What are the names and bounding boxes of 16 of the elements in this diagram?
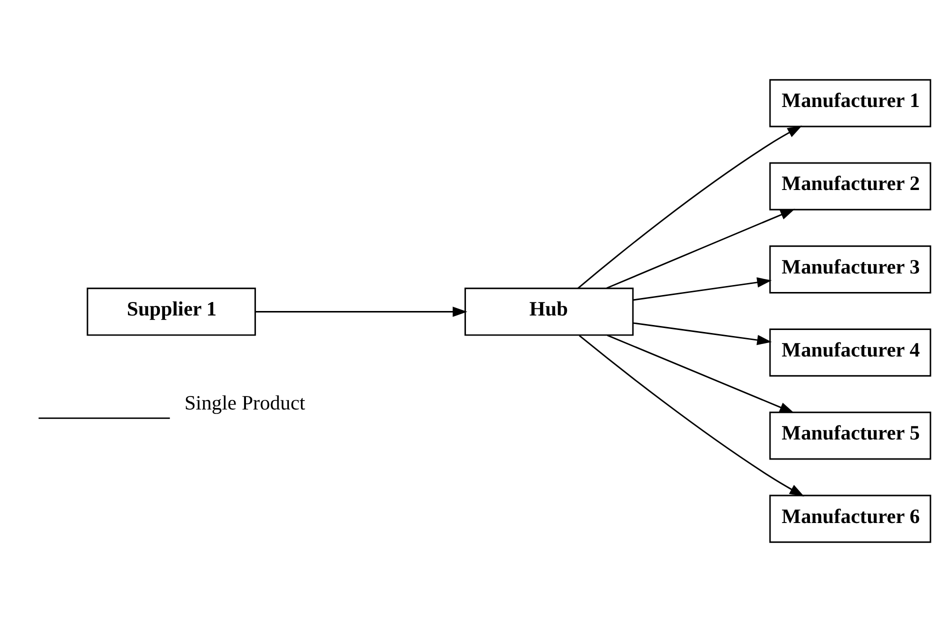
node-box: Manufacturer 2 [769,162,932,210]
node-box: Manufacturer 6 [769,494,932,542]
node-box: Manufacturer 3 [769,244,932,293]
node-box: Hub [464,287,634,336]
arrow [577,125,802,288]
node-box: Supplier 1 [86,287,256,336]
node-box: Manufacturer 5 [769,411,932,460]
node-box: Manufacturer 1 [769,78,932,127]
arrow [606,208,795,288]
arrow [607,334,794,413]
node-box: Manufacturer 4 [769,328,932,376]
legend-label: Single Product [184,392,306,414]
arrow [633,322,772,345]
arrow [256,306,468,316]
arrow [633,276,772,300]
arrow [578,334,804,496]
